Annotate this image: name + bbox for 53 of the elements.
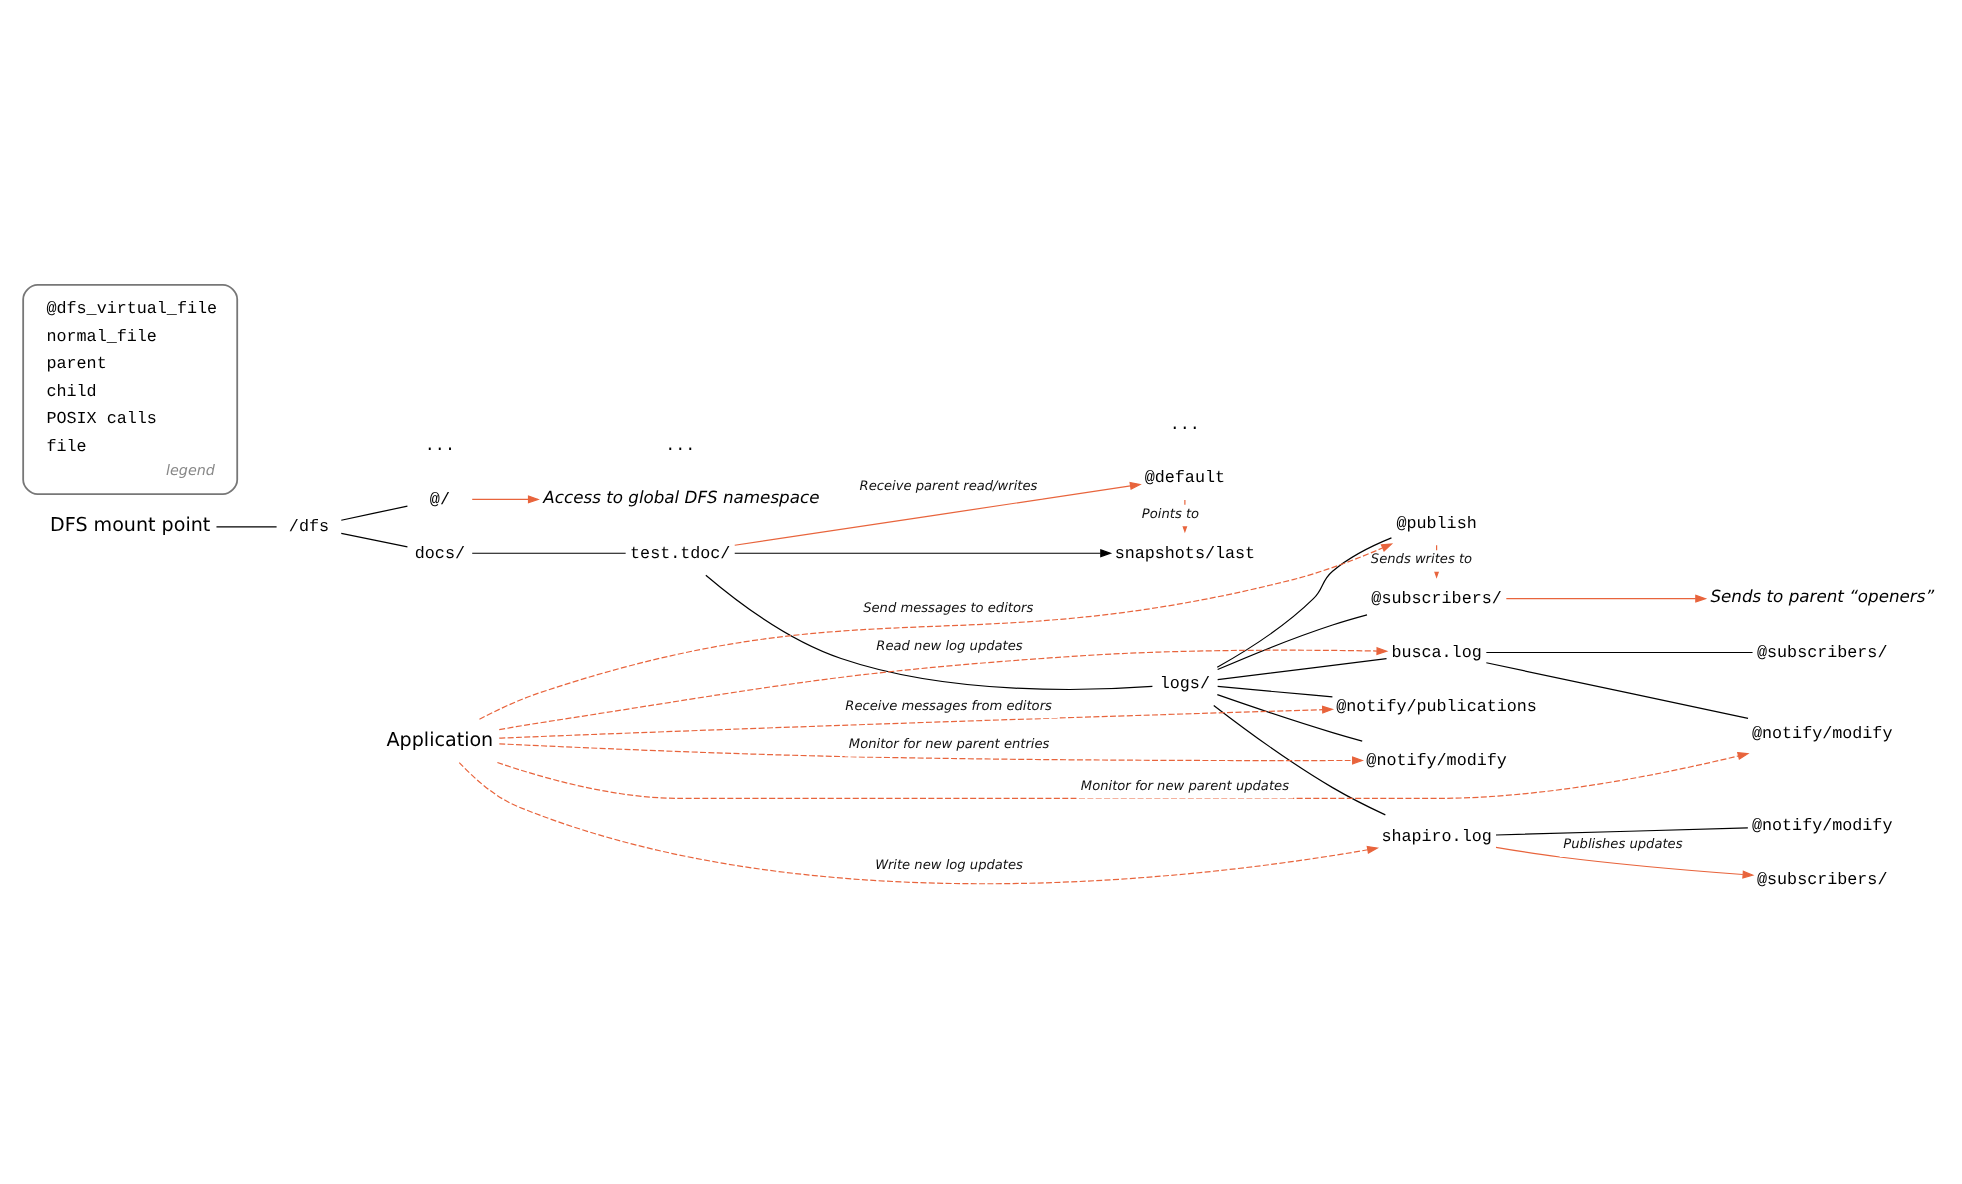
connector [705, 573, 1153, 690]
connector [1217, 613, 1368, 670]
arrow [498, 645, 1389, 730]
node-text: @notify/modify [1366, 749, 1507, 770]
connector [1216, 693, 1363, 741]
node-text: @notify/publications [1336, 695, 1537, 716]
connector [471, 551, 627, 553]
node-text: shapiro.log [1381, 826, 1492, 847]
node-text: ... [424, 435, 455, 456]
node-text: @subscribers/ [1371, 588, 1502, 609]
node-text: test.tdoc/ [630, 542, 731, 563]
node-text: /dfs [288, 516, 330, 537]
arrow [1505, 593, 1708, 602]
connector [1217, 657, 1388, 680]
node-text: @/ [429, 488, 450, 509]
arrow [734, 480, 1142, 545]
connector [1216, 536, 1393, 667]
connector [1485, 661, 1749, 718]
legend-label: parent [46, 353, 107, 374]
connector [1217, 684, 1333, 697]
node-text: logs/ [1159, 673, 1210, 694]
legend-label: @dfs_virtual_file [46, 298, 218, 319]
node-text: snapshots/last [1114, 542, 1256, 563]
node-text: docs/ [414, 542, 465, 563]
arrow [734, 548, 1113, 557]
legend-label: file [46, 435, 87, 456]
node-text: Access to global DFS namespace [543, 485, 820, 506]
node-text: Sends to parent “openers” [1710, 584, 1935, 605]
connector [340, 531, 409, 547]
node-text: ... [1169, 413, 1200, 434]
node-text: @subscribers/ [1757, 869, 1888, 890]
connector [1213, 703, 1386, 815]
node-text: ... [665, 435, 696, 456]
node-text: @notify/modify [1752, 723, 1893, 744]
legend-label: child [46, 380, 97, 401]
arrow [498, 704, 1335, 738]
node-text: DFS mount point [50, 514, 211, 537]
node-text: @notify/modify [1752, 815, 1893, 836]
arrow [1495, 845, 1755, 878]
legend-label: normal_file [46, 325, 157, 346]
node-text: @default [1144, 467, 1226, 488]
node-text: @subscribers/ [1757, 641, 1888, 662]
connector [340, 504, 409, 520]
connector [1495, 826, 1749, 835]
node-text: @publish [1396, 512, 1477, 533]
node-text: Application [386, 728, 494, 751]
node-text: busca.log [1391, 641, 1482, 662]
legend-label: POSIX calls [46, 408, 157, 429]
arrow [458, 760, 1380, 884]
arrow [498, 742, 1364, 764]
connector [215, 525, 278, 527]
connector [1485, 650, 1754, 653]
arrow [471, 494, 540, 503]
